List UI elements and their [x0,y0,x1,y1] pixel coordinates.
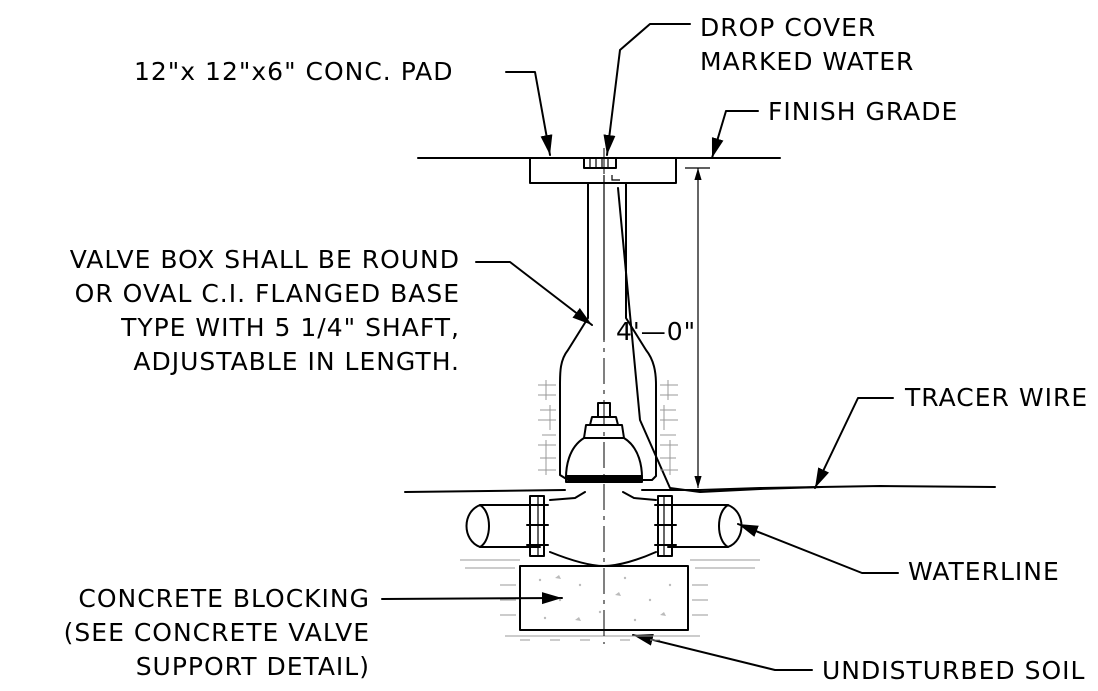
finish-grade-leader [711,110,759,159]
tracer-wire-leader [814,397,894,489]
conc-pad-leader [505,71,553,156]
waterline-leader [737,523,899,574]
drop-cover-label-line1: DROP COVER [700,13,876,42]
drop-cover-label-line2: MARKED WATER [700,47,914,76]
valve-box-label-line3: TYPE WITH 5 1/4" SHAFT, [120,313,460,342]
waterline-label: WATERLINE [908,557,1060,586]
valve-box-leader [475,261,593,326]
concrete-blocking-label-line1: CONCRETE BLOCKING [78,584,370,613]
undisturbed-soil-leader [632,633,813,671]
tracer-wire [617,187,823,493]
concrete-blocking-label-line3: SUPPORT DETAIL) [136,652,370,681]
concrete-blocking-leader [381,592,563,605]
undisturbed-soil-label: UNDISTURBED SOIL [822,656,1085,685]
concrete-blocking-label-line2: (SEE CONCRETE VALVE [64,618,370,647]
valve-box-body [559,182,657,481]
finish-grade-label: FINISH GRADE [768,97,958,126]
valve-box-label-line1: VALVE BOX SHALL BE ROUND [70,245,460,274]
valve-box-label-line2: OR OVAL C.I. FLANGED BASE [75,279,460,308]
valve-box-label-line4: ADJUSTABLE IN LENGTH. [133,347,460,376]
conc-pad-label: 12"x 12"x6" CONC. PAD [134,57,454,86]
concrete-blocking-stipple [538,575,672,622]
drop-cover-leader [603,23,691,156]
concrete-pad [529,157,677,184]
drop-cover [583,157,617,169]
tracer-wire-label: TRACER WIRE [904,383,1088,412]
valve-box-soil-hatch [538,380,678,475]
